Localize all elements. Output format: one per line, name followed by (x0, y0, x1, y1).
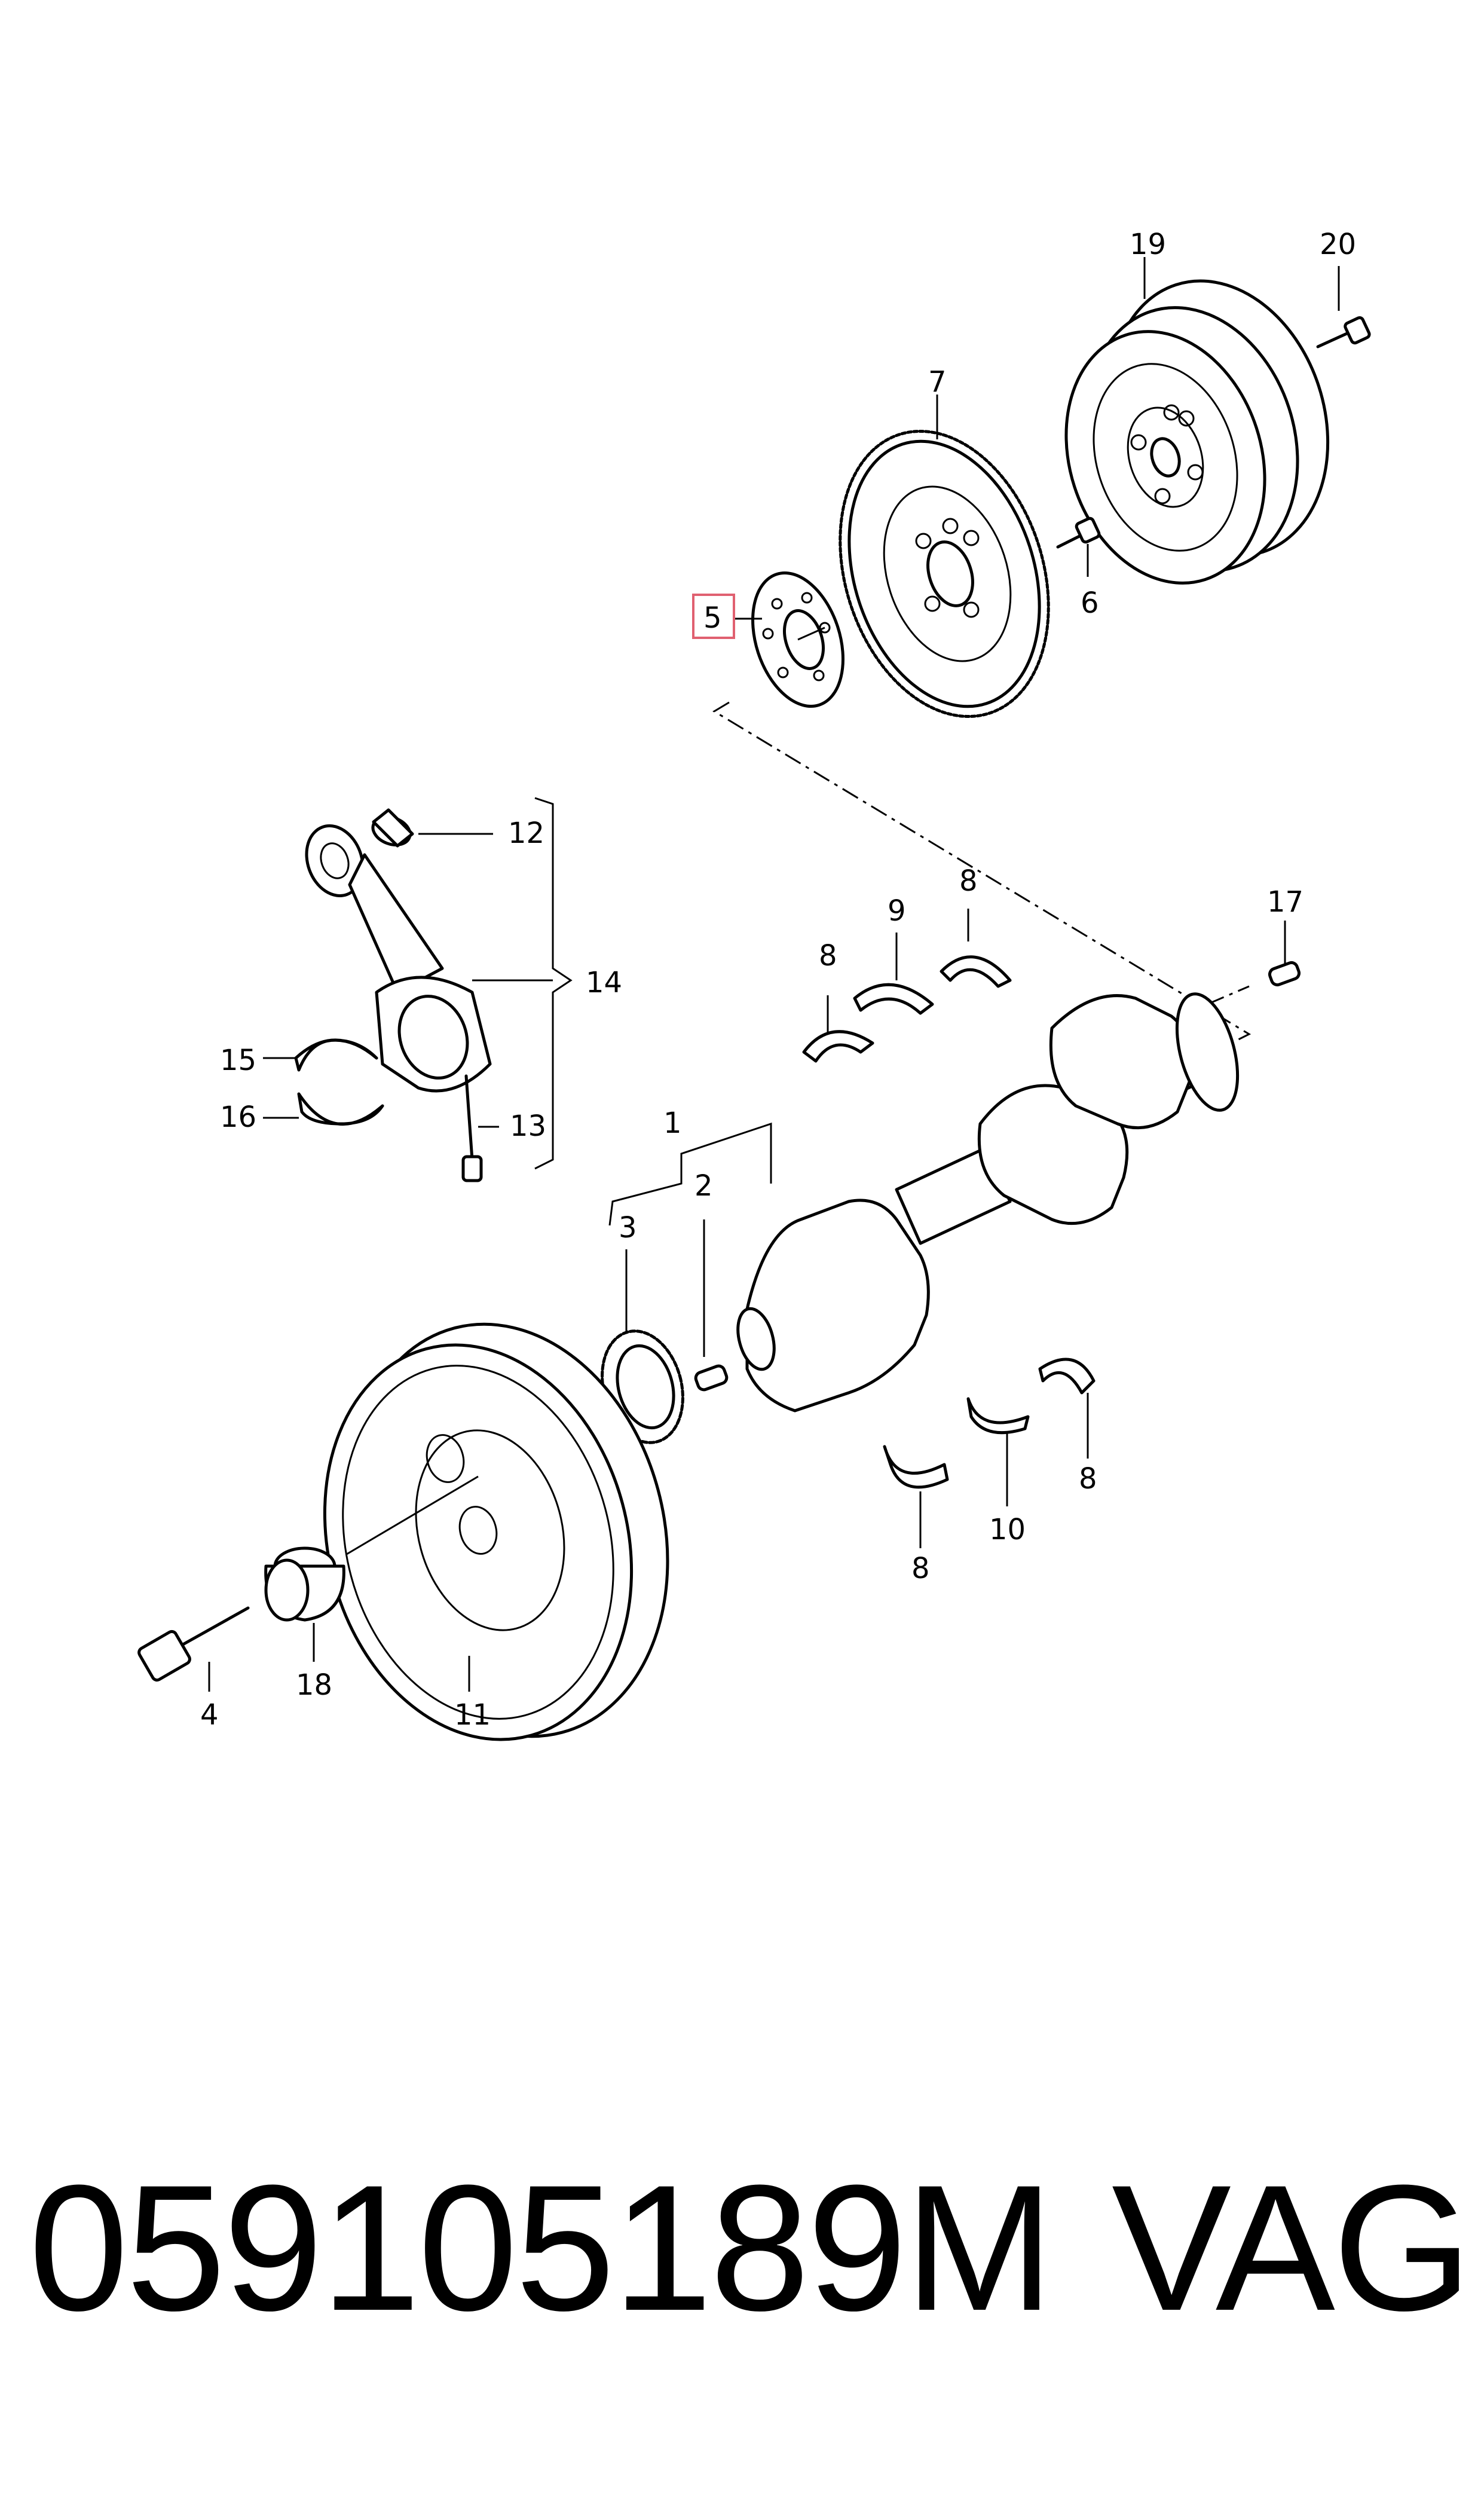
callout-11: 11 (454, 1698, 491, 1732)
thrust-washers (802, 955, 1096, 1489)
callout-10: 10 (989, 1513, 1026, 1546)
callout-labels: 19 20 7 6 5 12 14 15 16 13 1 2 3 8 9 8 1… (200, 228, 1356, 1732)
callout-15: 15 (220, 1044, 256, 1077)
crankshaft-sprocket (601, 1329, 684, 1444)
callout-2: 2 (694, 1169, 713, 1203)
alignment-lines (712, 701, 1252, 1044)
callout-14: 14 (586, 966, 622, 999)
vibration-damper-pulley (323, 1322, 669, 1741)
damper-bolt (137, 1606, 250, 1682)
leader-lines (208, 257, 1340, 1692)
callout-16: 16 (220, 1100, 256, 1134)
callout-20: 20 (1320, 228, 1356, 261)
callout-4: 4 (200, 1698, 219, 1732)
callout-9: 9 (888, 894, 906, 928)
damper-spacer (264, 1546, 345, 1622)
callout-8a: 8 (819, 939, 837, 973)
callout-17: 17 (1267, 885, 1304, 919)
highlight-box (692, 594, 735, 639)
callout-1: 1 (663, 1106, 682, 1140)
callout-8b: 8 (959, 864, 978, 898)
part-number: 059105189M (29, 2147, 1054, 2348)
callout-18: 18 (296, 1668, 332, 1702)
connecting-rod (305, 824, 492, 1182)
crankshaft (736, 992, 1240, 1413)
callout-5: 5 (703, 601, 722, 635)
conrod-bearing-shells (294, 1038, 384, 1126)
flywheel-bolt (1316, 316, 1371, 348)
callout-6: 6 (1081, 586, 1099, 620)
callout-8c: 8 (1079, 1462, 1097, 1496)
spacer-plate (751, 571, 844, 708)
callout-13: 13 (510, 1109, 546, 1143)
small-end-bush (371, 808, 414, 848)
brand-name: VAG (1112, 2147, 1472, 2348)
dowel-pin (1268, 961, 1301, 987)
pin (694, 1364, 729, 1392)
callout-3: 3 (619, 1211, 637, 1245)
callout-7: 7 (928, 365, 947, 399)
callout-12: 12 (508, 817, 544, 850)
drive-plate-bolt (1056, 516, 1101, 549)
callout-19: 19 (1130, 228, 1166, 261)
drive-plate (839, 429, 1050, 719)
dual-mass-flywheel (1064, 279, 1330, 585)
callout-8d: 8 (911, 1552, 930, 1585)
